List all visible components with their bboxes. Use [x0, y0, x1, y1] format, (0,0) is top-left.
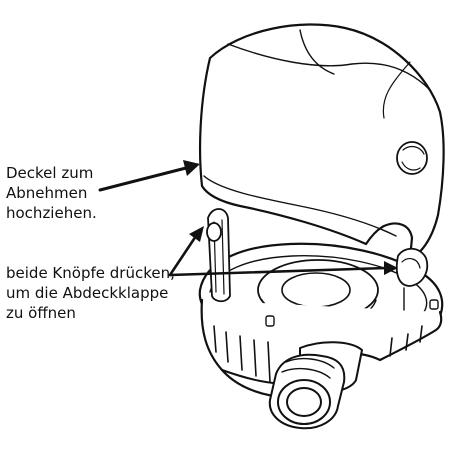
base-ribs: [213, 325, 423, 383]
callout-buttons-line-2: um die Abdeckklappe: [6, 284, 169, 302]
right-release-button: [395, 247, 429, 311]
arrow-right-button-head: [384, 261, 398, 275]
arrow-left-button: [168, 234, 198, 277]
arrow-right-button: [168, 266, 388, 277]
leader-arrows: [98, 160, 398, 277]
cover-outline: [198, 23, 445, 260]
base-clip-tabs: [265, 299, 439, 327]
callout-cover-line-1: Deckel zum: [6, 164, 94, 182]
arrow-cover: [98, 166, 188, 192]
base-rim-inner: [209, 255, 428, 313]
callout-press-buttons: beide Knöpfe drücken, um die Abdeckklapp…: [6, 263, 175, 323]
callout-cover-line-2: Abnehmen: [6, 184, 88, 202]
inlet-ring-inner: [281, 272, 351, 308]
callout-remove-cover: Deckel zum Abnehmen hochziehen.: [6, 163, 97, 223]
cover-seam-3: [382, 61, 411, 119]
outlet-nozzle: [268, 341, 363, 430]
cover-bottom-rim: [203, 175, 397, 237]
arrow-cover-head: [183, 160, 200, 176]
cover-hole-inner: [401, 145, 425, 171]
cover-seam: [227, 43, 431, 91]
callout-buttons-line-1: beide Knöpfe drücken,: [6, 264, 175, 282]
left-release-button: [206, 208, 231, 303]
cover-seam-2: [299, 29, 335, 75]
callout-cover-line-3: hochziehen.: [6, 204, 97, 222]
callout-buttons-line-3: zu öffnen: [6, 304, 76, 322]
pump-cover: [198, 23, 445, 260]
pump-base: [198, 208, 444, 430]
arrow-left-button-head: [189, 226, 204, 242]
